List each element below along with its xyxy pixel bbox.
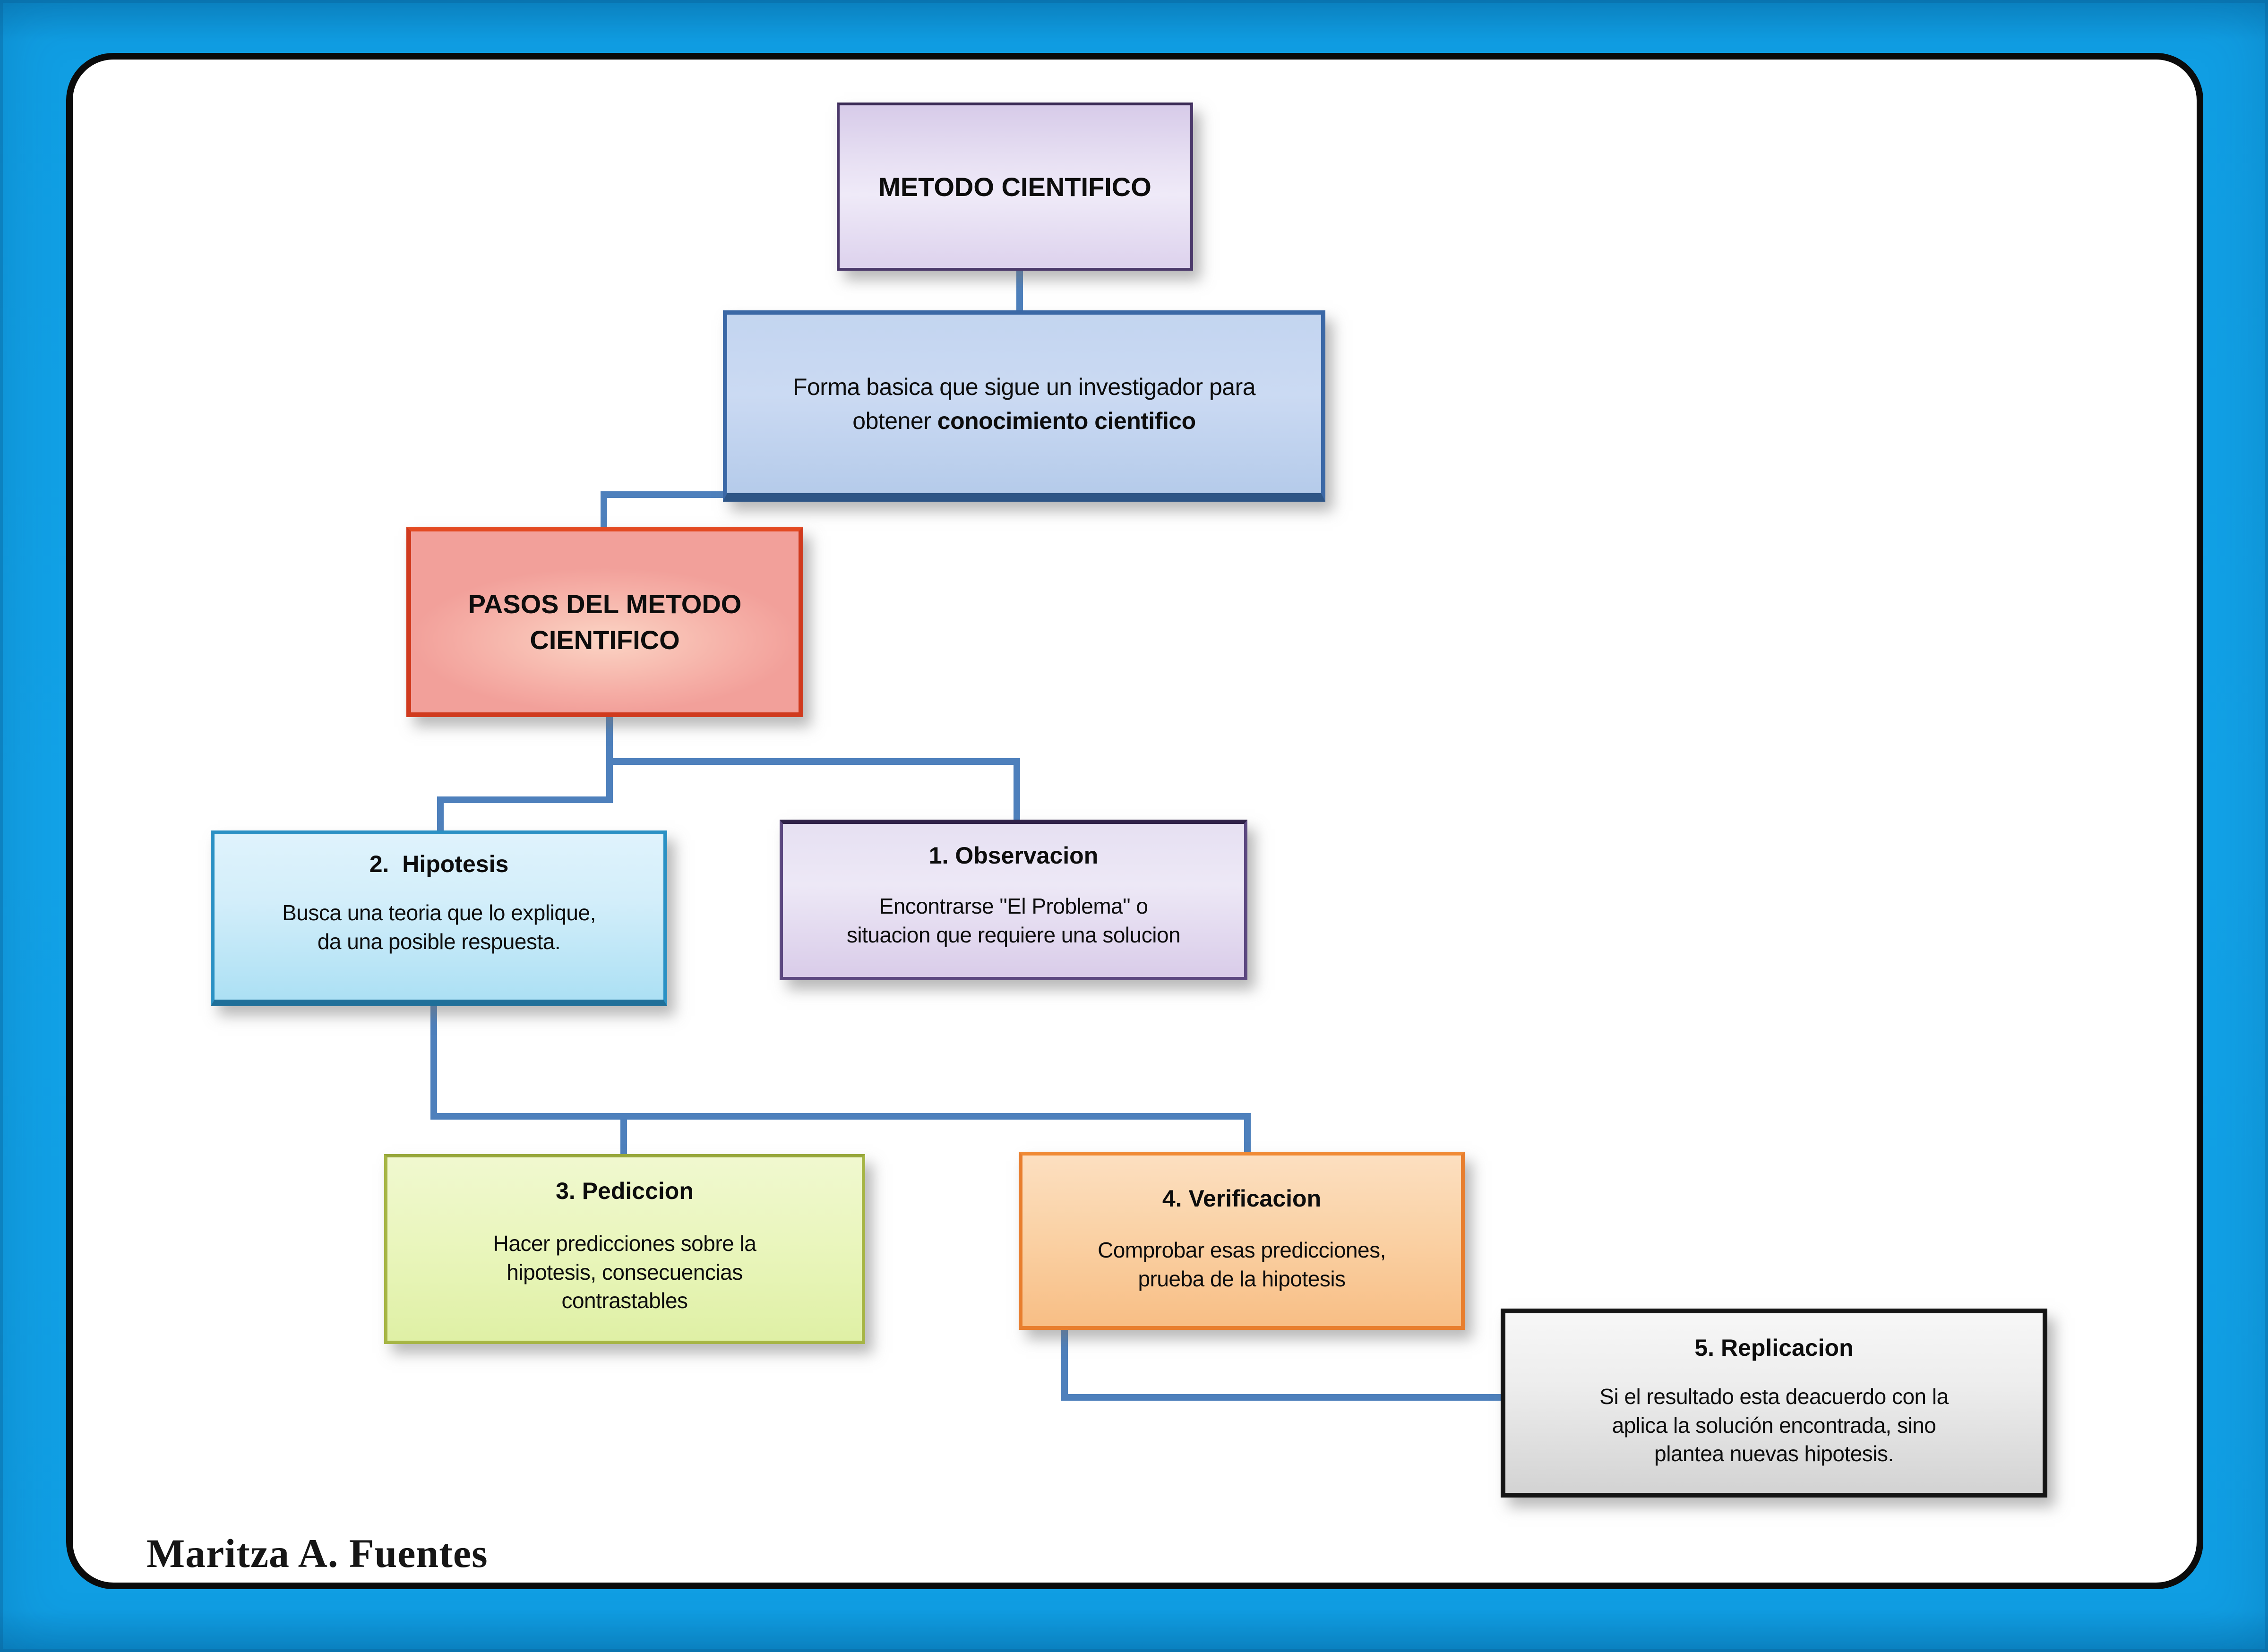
connector-pasos-branch-left-h	[437, 796, 613, 803]
node-definicion-text: Forma basica que sigue un investigador p…	[792, 370, 1256, 438]
step-verificacion-body: Comprobar esas predicciones, prueba de l…	[1098, 1238, 1386, 1291]
connector-to-replicacion	[1061, 1394, 1505, 1401]
node-step-hipotesis: 2. Hipotesis Busca una teoria que lo exp…	[211, 830, 667, 1006]
step-hipotesis-title: 2. Hipotesis	[369, 851, 509, 877]
node-step-pediccion: 3. Pediccion Hacer predicciones sobre la…	[384, 1154, 865, 1344]
step-verificacion-title: 4. Verificacion	[1162, 1185, 1322, 1212]
step-observacion-body: Encontrarse "El Problema" o situacion qu…	[846, 894, 1181, 947]
node-step-replicacion: 5. Replicacion Si el resultado esta deac…	[1501, 1309, 2047, 1498]
connector-to-hipotesis	[437, 796, 444, 835]
node-metodo-cientifico: METODO CIENTIFICO	[837, 103, 1193, 271]
step-replicacion-title: 5. Replicacion	[1694, 1335, 1854, 1361]
step-observacion-title: 1. Observacion	[928, 842, 1099, 869]
node-pasos-title: PASOS DEL METODO CIENTIFICO	[468, 589, 742, 655]
connector-pasos-branch-right-h	[606, 758, 1020, 765]
step-pediccion-title: 3. Pediccion	[556, 1178, 694, 1204]
connector-root-to-definition	[1016, 269, 1023, 314]
connector-verificacion-stem	[1061, 1328, 1068, 1401]
definicion-text-bold: conocimiento cientifico	[937, 408, 1196, 434]
node-definicion: Forma basica que sigue un investigador p…	[723, 310, 1325, 502]
node-step-observacion: 1. Observacion Encontrarse "El Problema"…	[780, 820, 1247, 980]
connector-to-verificacion	[1244, 1113, 1251, 1156]
connector-hipotesis-branch-h	[430, 1113, 1251, 1120]
connector-to-observacion	[1014, 758, 1020, 824]
author-signature: Maritza A. Fuentes	[146, 1531, 488, 1576]
definicion-text-regular: Forma basica que sigue un investigador p…	[792, 373, 1256, 435]
connector-hipotesis-stem	[430, 1005, 437, 1120]
node-step-verificacion: 4. Verificacion Comprobar esas prediccio…	[1019, 1152, 1465, 1330]
node-pasos-del-metodo: PASOS DEL METODO CIENTIFICO	[406, 527, 803, 717]
connector-definition-to-pasos	[601, 491, 607, 531]
node-metodo-title: METODO CIENTIFICO	[878, 171, 1151, 202]
step-replicacion-body: Si el resultado esta deacuerdo con la ap…	[1599, 1384, 1949, 1466]
step-pediccion-body: Hacer predicciones sobre la hipotesis, c…	[493, 1231, 756, 1313]
connector-to-pediccion	[620, 1113, 627, 1159]
step-hipotesis-body: Busca una teoria que lo explique, da una…	[282, 900, 596, 954]
